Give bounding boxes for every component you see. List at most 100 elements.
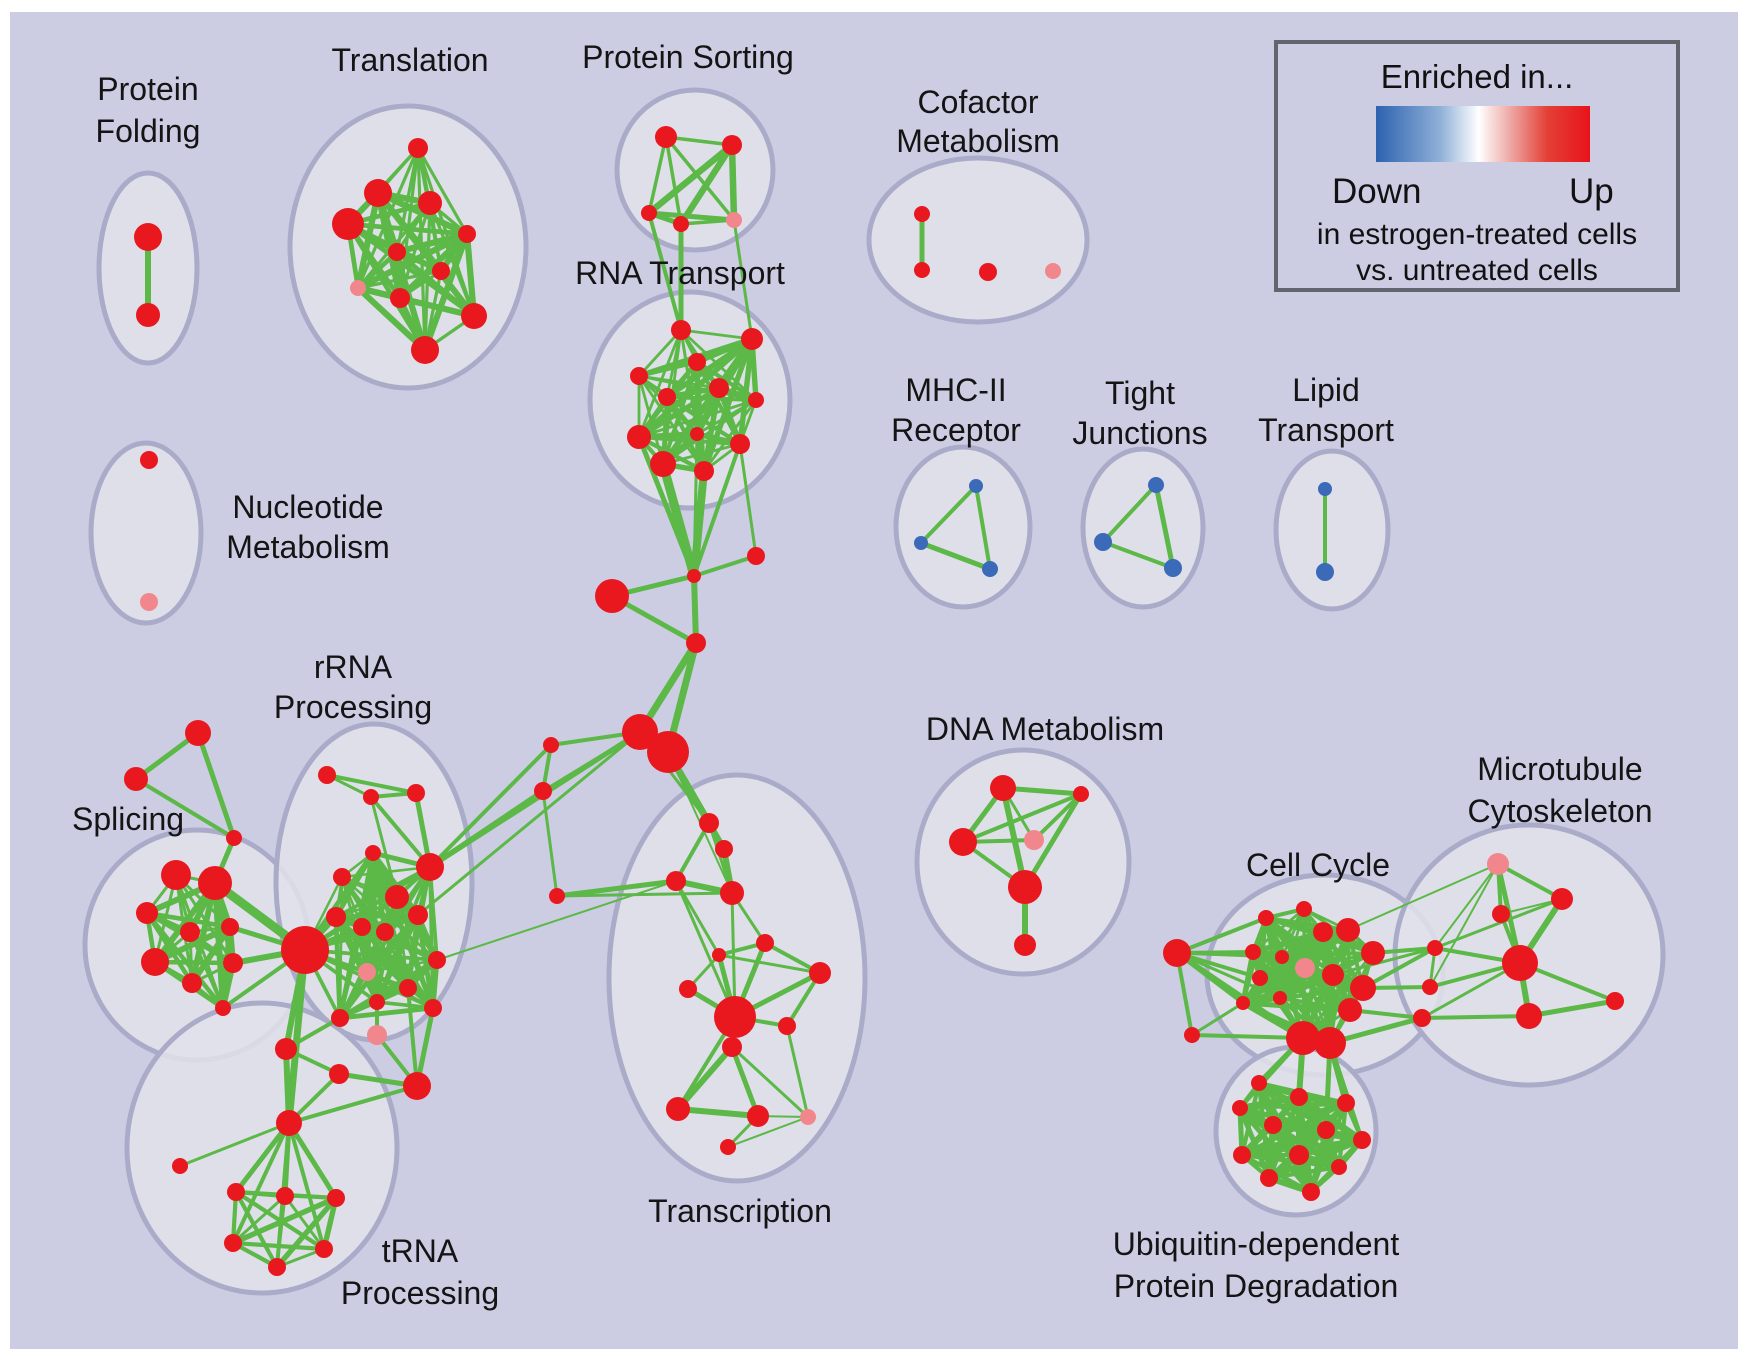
node-rrna_processing-20[interactable]	[403, 1072, 431, 1100]
node-cell_cycle-2[interactable]	[1258, 910, 1274, 926]
node-rrna_processing-21[interactable]	[367, 1025, 387, 1045]
node-cell_cycle-15[interactable]	[1338, 998, 1362, 1022]
node-cell_cycle-17[interactable]	[1314, 1027, 1346, 1059]
node-trna_processing-2[interactable]	[227, 1183, 245, 1201]
node-rna_transport-8[interactable]	[627, 425, 651, 449]
node-mhc_receptor-1[interactable]	[914, 536, 928, 550]
node-translation-6[interactable]	[432, 262, 450, 280]
node-transcription-2[interactable]	[666, 871, 686, 891]
node-ubiquitin-2[interactable]	[1232, 1100, 1248, 1116]
node-chain-0[interactable]	[687, 569, 701, 583]
node-tight_junctions-2[interactable]	[1164, 559, 1182, 577]
node-cofactor_metabolism-0[interactable]	[914, 206, 930, 222]
node-trna_processing-5[interactable]	[224, 1234, 242, 1252]
node-rna_transport-11[interactable]	[694, 461, 714, 481]
node-transcription-12[interactable]	[747, 1105, 769, 1127]
node-cell_cycle-13[interactable]	[1236, 996, 1250, 1010]
node-protein_sorting-0[interactable]	[655, 126, 677, 148]
node-chain-5[interactable]	[647, 731, 689, 773]
node-rrna_processing-2[interactable]	[407, 784, 425, 802]
node-transcription-7[interactable]	[679, 980, 697, 998]
node-protein_sorting-3[interactable]	[673, 216, 689, 232]
node-rrna_processing-18[interactable]	[275, 1038, 297, 1060]
node-lipid_transport-1[interactable]	[1316, 563, 1334, 581]
node-splicing-4[interactable]	[198, 866, 232, 900]
node-microtubule-6[interactable]	[1427, 940, 1443, 956]
node-transcription-8[interactable]	[714, 996, 756, 1038]
node-rrna_processing-7[interactable]	[326, 907, 346, 927]
node-cofactor_metabolism-2[interactable]	[979, 263, 997, 281]
node-ubiquitin-6[interactable]	[1233, 1146, 1251, 1164]
node-translation-9[interactable]	[461, 303, 487, 329]
node-rrna_processing-3[interactable]	[333, 868, 351, 886]
node-dna_metabolism-1[interactable]	[1073, 786, 1089, 802]
node-cofactor_metabolism-3[interactable]	[1045, 263, 1061, 279]
node-tight_junctions-1[interactable]	[1094, 533, 1112, 551]
node-transcription-13[interactable]	[800, 1109, 816, 1125]
node-rna_transport-4[interactable]	[709, 378, 729, 398]
node-rna_transport-3[interactable]	[630, 367, 648, 385]
node-chain-2[interactable]	[595, 579, 629, 613]
node-nucleotide_metabolism-0[interactable]	[140, 451, 158, 469]
node-translation-5[interactable]	[388, 243, 406, 261]
node-cofactor_metabolism-1[interactable]	[914, 262, 930, 278]
node-mhc_receptor-0[interactable]	[969, 479, 983, 493]
node-translation-10[interactable]	[411, 336, 439, 364]
node-mhc_receptor-2[interactable]	[982, 561, 998, 577]
node-rrna_processing-8[interactable]	[353, 918, 371, 936]
node-chain-6[interactable]	[543, 737, 559, 753]
node-microtubule-4[interactable]	[1516, 1003, 1542, 1029]
node-translation-1[interactable]	[364, 179, 392, 207]
node-dna_metabolism-4[interactable]	[1008, 870, 1042, 904]
node-splicing-8[interactable]	[141, 948, 169, 976]
node-microtubule-0[interactable]	[1487, 853, 1509, 875]
node-chain-8[interactable]	[549, 888, 565, 904]
node-microtubule-2[interactable]	[1492, 905, 1510, 923]
node-transcription-6[interactable]	[809, 962, 831, 984]
node-microtubule-3[interactable]	[1502, 945, 1538, 981]
node-splicing-11[interactable]	[215, 1000, 231, 1016]
node-rrna_processing-5[interactable]	[416, 853, 444, 881]
node-translation-2[interactable]	[332, 208, 364, 240]
node-splicing-3[interactable]	[161, 860, 191, 890]
node-cell_cycle-11[interactable]	[1350, 975, 1376, 1001]
node-dna_metabolism-3[interactable]	[1024, 830, 1044, 850]
node-rrna_processing-14[interactable]	[369, 994, 385, 1010]
node-cell_cycle-8[interactable]	[1275, 950, 1289, 964]
node-translation-3[interactable]	[418, 191, 442, 215]
node-chain-3[interactable]	[686, 633, 706, 653]
node-ubiquitin-3[interactable]	[1337, 1094, 1355, 1112]
node-ubiquitin-1[interactable]	[1290, 1088, 1308, 1106]
node-trna_processing-4[interactable]	[327, 1189, 345, 1207]
node-splicing-7[interactable]	[221, 918, 239, 936]
node-cell_cycle-7[interactable]	[1245, 944, 1261, 960]
node-transcription-1[interactable]	[715, 840, 733, 858]
node-protein_sorting-2[interactable]	[641, 205, 657, 221]
node-rna_transport-1[interactable]	[741, 328, 763, 350]
node-rrna_processing-13[interactable]	[428, 951, 446, 969]
node-dna_metabolism-0[interactable]	[990, 775, 1016, 801]
node-protein_folding-1[interactable]	[136, 303, 160, 327]
node-splicing-1[interactable]	[124, 767, 148, 791]
node-transcription-11[interactable]	[666, 1097, 690, 1121]
node-ubiquitin-7[interactable]	[1289, 1145, 1309, 1165]
node-rna_transport-5[interactable]	[658, 388, 676, 406]
node-microtubule-7[interactable]	[1422, 979, 1438, 995]
node-ubiquitin-8[interactable]	[1353, 1131, 1371, 1149]
node-trna_processing-0[interactable]	[276, 1110, 302, 1136]
node-dna_metabolism-2[interactable]	[949, 828, 977, 856]
node-cell_cycle-14[interactable]	[1273, 991, 1287, 1005]
node-transcription-5[interactable]	[756, 934, 774, 952]
node-trna_processing-7[interactable]	[268, 1258, 286, 1276]
node-microtubule-1[interactable]	[1551, 888, 1573, 910]
node-chain-4[interactable]	[622, 714, 658, 750]
node-microtubule-8[interactable]	[1413, 1009, 1431, 1027]
node-rrna_processing-4[interactable]	[365, 845, 381, 861]
node-tight_junctions-0[interactable]	[1148, 477, 1164, 493]
node-ubiquitin-4[interactable]	[1264, 1116, 1282, 1134]
node-splicing-2[interactable]	[226, 830, 242, 846]
node-splicing-9[interactable]	[182, 973, 202, 993]
node-protein_folding-0[interactable]	[134, 223, 162, 251]
node-cell_cycle-16[interactable]	[1286, 1021, 1320, 1055]
node-splicing-10[interactable]	[223, 953, 243, 973]
